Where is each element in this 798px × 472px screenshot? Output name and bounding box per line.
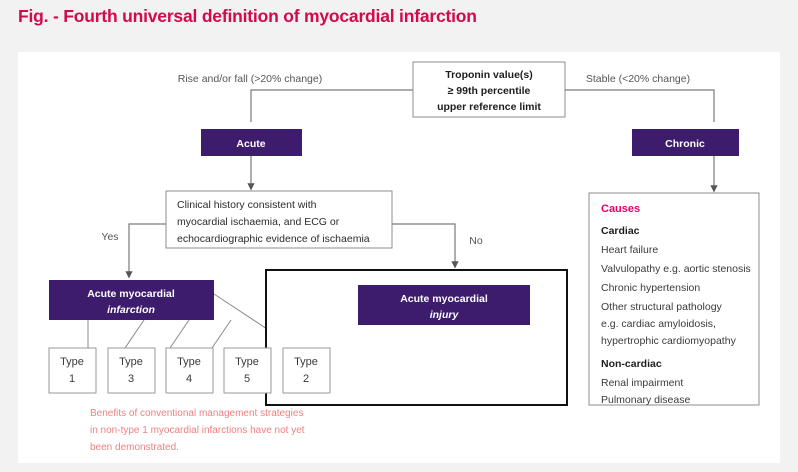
causes-item-cardiac-5: hypertrophic cardiomyopathy	[601, 335, 737, 347]
edge-no	[392, 223, 459, 269]
type-box-2-word: Type	[294, 356, 318, 368]
causes-group-cardiac-title: Cardiac	[601, 225, 640, 237]
chronic-label: Chronic	[665, 138, 705, 150]
node-chronic[interactable]: Chronic	[632, 129, 739, 156]
type-box-1[interactable]: Type 1	[48, 347, 97, 394]
edge-label-yes: Yes	[101, 231, 118, 243]
clinical-history-line-1: Clinical history consistent with	[177, 199, 317, 211]
type-box-5-number: 5	[244, 373, 250, 385]
acute-label: Acute	[236, 138, 265, 150]
edge-stable	[565, 89, 715, 122]
clinical-history-line-3: echocardiographic evidence of ischaemia	[177, 233, 370, 245]
troponin-line-2: ≥ 99th percentile	[448, 85, 531, 97]
edge-label-rise-fall: Rise and/or fall (>20% change)	[178, 73, 322, 85]
node-acute[interactable]: Acute	[201, 129, 302, 156]
diagram-card: Troponin value(s) ≥ 99th percentile uppe…	[18, 52, 780, 463]
type-box-5-word: Type	[235, 356, 259, 368]
type-box-3[interactable]: Type 3	[107, 347, 156, 394]
type-box-5[interactable]: Type 5	[223, 347, 272, 394]
edge-rise-fall	[250, 89, 413, 122]
node-troponin[interactable]: Troponin value(s) ≥ 99th percentile uppe…	[412, 61, 566, 118]
type-box-4-word: Type	[177, 356, 201, 368]
type-box-3-word: Type	[119, 356, 143, 368]
edge-infarction-type-3	[124, 319, 145, 349]
type-box-1-word: Type	[60, 356, 84, 368]
causes-heading: Causes	[601, 203, 640, 215]
node-acute-myocardial-injury[interactable]: Acute myocardial injury	[358, 285, 530, 325]
footnote-line-3: been demonstrated.	[90, 442, 179, 453]
causes-item-noncardiac-0: Renal impairment	[601, 377, 683, 389]
causes-item-cardiac-3: Other structural pathology	[601, 301, 723, 313]
edge-infarction-type-4	[169, 319, 190, 349]
footnote-line-1: Benefits of conventional management stra…	[90, 408, 303, 419]
footnote-line-2: in non-type 1 myocardial infarctions hav…	[90, 425, 305, 436]
causes-panel: Causes Cardiac Heart failure Valvulopath…	[588, 192, 760, 406]
type-box-2[interactable]: Type 2	[282, 347, 331, 394]
ami-injury-line-2: injury	[430, 309, 460, 321]
causes-group-noncardiac-title: Non-cardiac	[601, 358, 662, 370]
ami-injury-line-1: Acute myocardial	[400, 293, 488, 305]
type-box-1-number: 1	[69, 373, 75, 385]
edge-infarction-type-5	[211, 319, 232, 349]
troponin-line-1: Troponin value(s)	[445, 69, 533, 81]
causes-item-cardiac-4: e.g. cardiac amyloidosis,	[601, 318, 716, 330]
ami-infarction-line-1: Acute myocardial	[87, 288, 175, 300]
causes-item-cardiac-1: Valvulopathy e.g. aortic stenosis	[601, 263, 751, 275]
edge-yes	[125, 223, 166, 279]
footnote: Benefits of conventional management stra…	[90, 408, 305, 453]
edge-label-stable: Stable (<20% change)	[586, 73, 690, 85]
page-title: Fig. - Fourth universal definition of my…	[18, 6, 477, 26]
ami-infarction-line-2: infarction	[107, 304, 155, 316]
causes-item-noncardiac-1: Pulmonary disease	[601, 394, 690, 406]
edge-label-no: No	[469, 235, 483, 247]
troponin-line-3: upper reference limit	[437, 101, 541, 113]
type-box-2-number: 2	[303, 373, 309, 385]
type-box-4[interactable]: Type 4	[165, 347, 214, 394]
clinical-history-line-2: myocardial ischaemia, and ECG or	[177, 216, 340, 228]
node-clinical-history[interactable]: Clinical history consistent with myocard…	[165, 190, 393, 249]
node-acute-myocardial-infarction[interactable]: Acute myocardial infarction	[49, 280, 214, 320]
type-box-4-number: 4	[186, 373, 192, 385]
causes-item-cardiac-0: Heart failure	[601, 244, 658, 256]
type-box-3-number: 3	[128, 373, 134, 385]
causes-item-cardiac-2: Chronic hypertension	[601, 282, 700, 294]
flowchart: Troponin value(s) ≥ 99th percentile uppe…	[48, 61, 760, 453]
